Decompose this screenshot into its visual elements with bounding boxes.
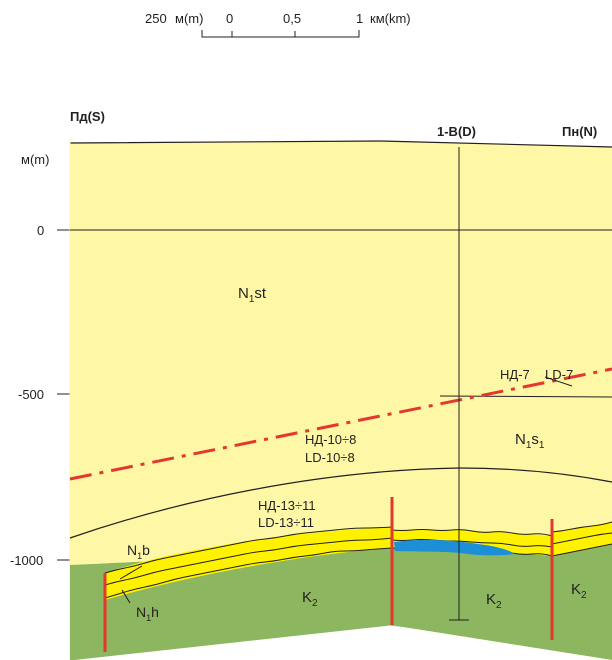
- horizon-nd13: [69, 467, 612, 539]
- depth-tick-0: 0: [37, 223, 44, 238]
- north-label: Пн(N): [562, 124, 597, 139]
- n1h-sub: 1: [146, 613, 151, 623]
- label-nd13-11: НД-13÷11: [258, 498, 316, 513]
- label-nd7: НД-7: [500, 367, 530, 382]
- upper-sand-body: [70, 141, 612, 660]
- k2-right-sub: 2: [581, 590, 587, 601]
- scale-unit-km: км(km): [370, 11, 411, 26]
- n1b-base: N: [127, 542, 137, 558]
- n1s1-mid: s: [531, 431, 539, 448]
- south-label: Пд(S): [70, 109, 105, 124]
- bed-boundary-right-1: [551, 521, 612, 533]
- n1h-base: N: [136, 604, 146, 620]
- scale-unit-m: м(m): [175, 11, 203, 26]
- depth-unit: м(m): [21, 152, 49, 167]
- label-ld7: LD-7: [545, 367, 573, 382]
- well-label: 1-В(D): [437, 124, 476, 139]
- n1st-base: N: [238, 285, 249, 302]
- scale-tick-0: 0: [226, 11, 233, 26]
- scale-bar-line: [201, 30, 360, 38]
- n1s1-sub1: 1: [526, 440, 532, 451]
- n1h-rest: h: [151, 604, 159, 620]
- scale-bar: 250 м(m) 0 0,5 1 км(km): [145, 11, 411, 38]
- n1st-sub: 1: [249, 294, 255, 305]
- label-n1b: N1b: [127, 542, 150, 561]
- nd7-leader: [544, 376, 573, 387]
- label-k2-mid: K2: [486, 591, 502, 611]
- section-bottom-edge-left: [69, 624, 391, 660]
- label-k2-right: K2: [571, 581, 587, 601]
- n1s1-base: N: [515, 431, 526, 448]
- label-ld13-11: LD-13÷11: [258, 515, 314, 530]
- k2-mid-base: K: [486, 591, 496, 608]
- label-n1st: N1st: [238, 285, 267, 305]
- bed-boundary-right-2: [551, 532, 612, 545]
- bed-boundary-3: [104, 547, 393, 599]
- label-k2-left: K2: [302, 589, 318, 609]
- depth-tick-1000: -1000: [10, 553, 43, 568]
- depth-tick-500: -500: [18, 387, 44, 402]
- surface-line: [69, 140, 612, 148]
- n1b-sub: 1: [137, 551, 142, 561]
- depth-axis: м(m) 0 -500 -1000: [10, 152, 70, 568]
- red-dashdot-line: [69, 367, 612, 481]
- n1h-leader: [121, 589, 131, 604]
- label-nd10-8: НД-10÷8: [305, 432, 356, 447]
- reservoir-lens: [394, 539, 515, 556]
- k2-left-base: K: [302, 589, 312, 606]
- label-n1h: N1h: [136, 604, 159, 623]
- yellow-bed-left: [105, 527, 392, 600]
- n1s1-sub2: 1: [539, 440, 545, 451]
- label-n1s1: N1s1: [515, 431, 545, 451]
- n1b-leader: [119, 565, 143, 580]
- bed-boundary-right-3: [551, 543, 612, 557]
- bed-boundary-mid-2: [391, 539, 553, 548]
- label-ld10-8: LD-10÷8: [305, 450, 355, 465]
- scale-left-label: 250: [145, 11, 167, 26]
- bed-boundary-1: [104, 526, 393, 574]
- k2-left-sub: 2: [312, 598, 318, 609]
- bed-boundary-mid-1: [391, 529, 553, 537]
- n1b-rest: b: [142, 542, 150, 558]
- scale-tick-1: 1: [356, 11, 363, 26]
- scale-tick-half: 0,5: [283, 11, 301, 26]
- section-bottom-edge-right: [389, 624, 612, 651]
- n1st-rest: st: [254, 285, 267, 302]
- yellow-bed-right: [552, 522, 612, 556]
- bed-boundary-2: [104, 537, 393, 586]
- yellow-bed-mid: [392, 529, 552, 556]
- section-bottom-blank: [70, 625, 612, 660]
- k2-right-base: K: [571, 581, 581, 598]
- horizon-nd7: [439, 395, 612, 398]
- k2-mid-sub: 2: [496, 600, 502, 611]
